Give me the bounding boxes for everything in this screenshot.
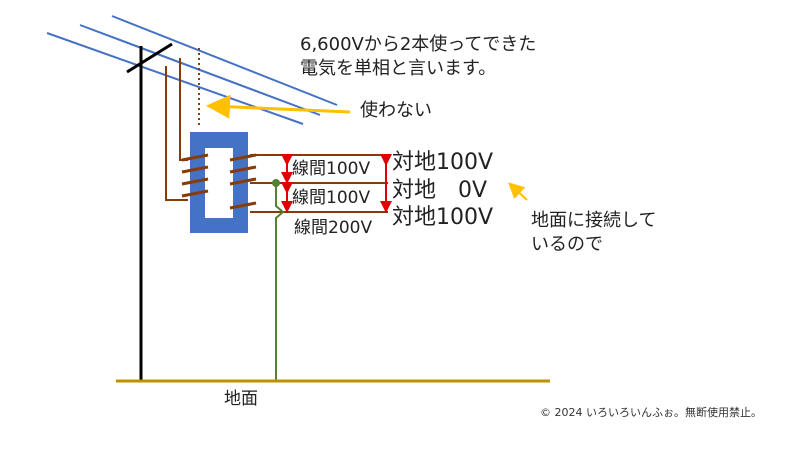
pole-crossarm	[126, 42, 173, 74]
ground-note-line-1: 地面に接続して	[531, 210, 657, 231]
label-line-voltage-total: 線間200V	[294, 218, 373, 238]
ground-note-line-2: いるので	[531, 234, 603, 255]
label-ground-voltage-middle: 対地 0V	[392, 178, 488, 203]
unused-arrow	[206, 94, 351, 119]
label-ground-voltage-top: 対地100V	[392, 150, 494, 175]
primary-lead-left	[165, 66, 188, 201]
unused-label: 使わない	[360, 100, 432, 121]
transformer-window	[205, 148, 233, 218]
primary-coil	[181, 153, 209, 198]
ground-note-arrow	[508, 182, 528, 201]
label-line-voltage-lower: 線間100V	[292, 188, 371, 208]
ground-label: 地面	[224, 389, 258, 409]
label-line-voltage-upper: 線間100V	[292, 159, 371, 179]
description-line-2: 電気を単相と言います。	[300, 58, 497, 79]
copyright-text: © 2024 いろいろいんふぉ。無断使用禁止。	[540, 406, 762, 419]
power-line-1	[46, 32, 304, 125]
power-line-3	[111, 15, 338, 106]
primary-lead-right	[179, 58, 188, 161]
description-line-1: 6,600Vから2本使ってできた	[300, 34, 537, 55]
label-ground-voltage-bottom: 対地100V	[392, 205, 494, 230]
